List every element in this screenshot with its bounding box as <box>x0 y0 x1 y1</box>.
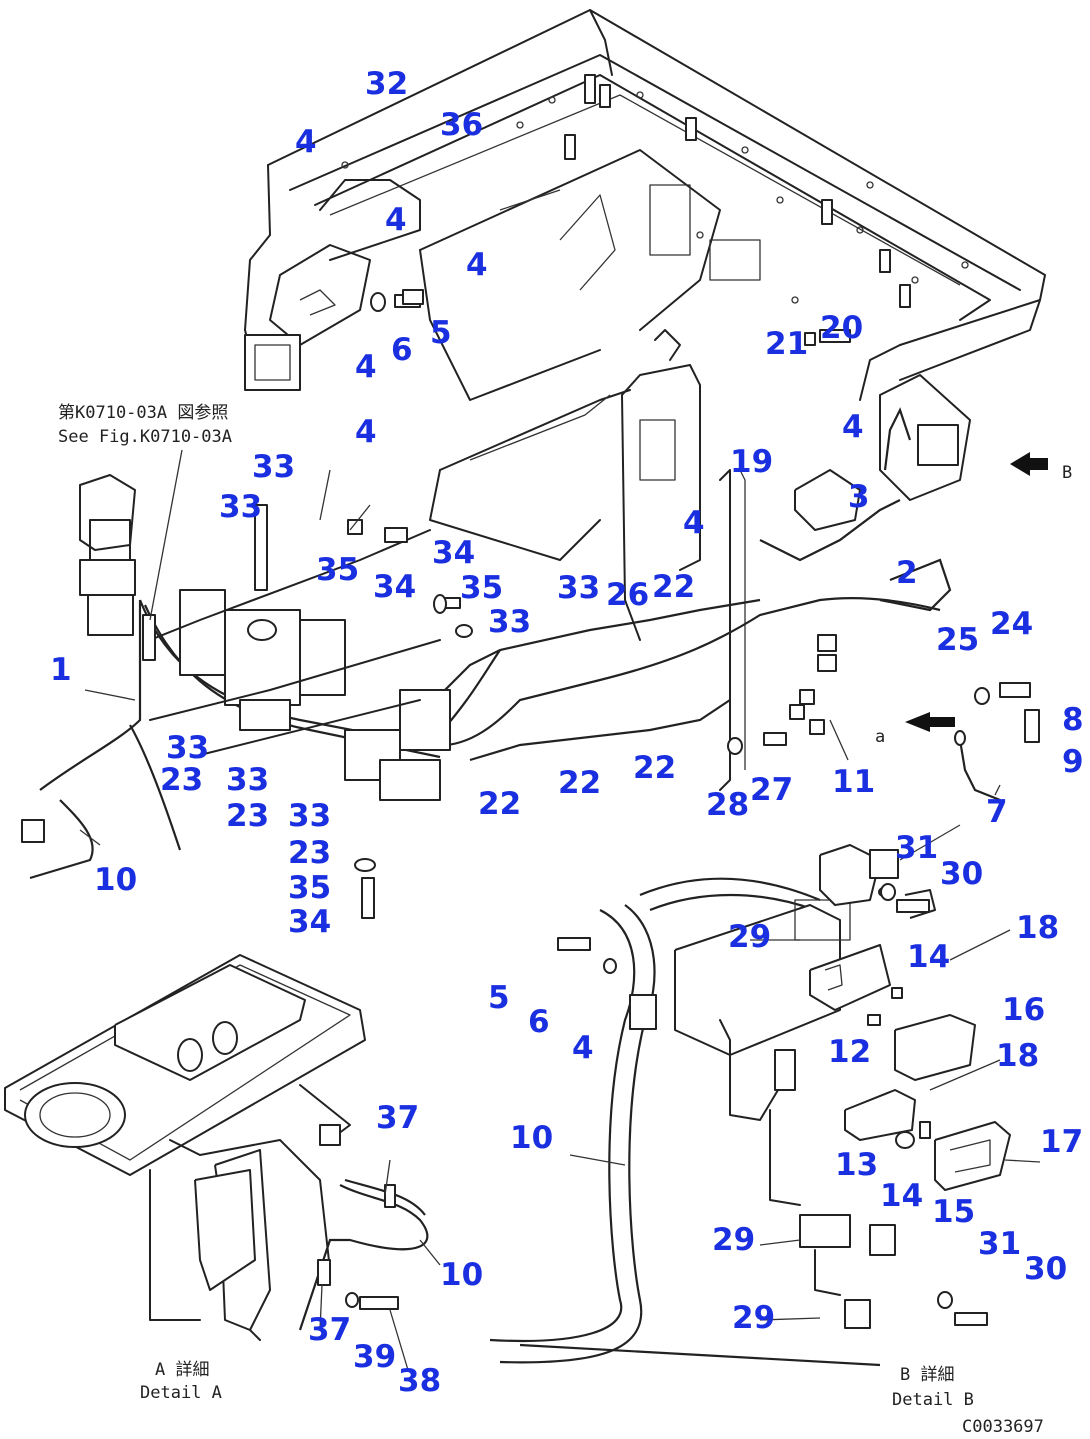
callout-36: 36 <box>440 107 483 143</box>
callout-4: 4 <box>466 247 488 283</box>
callout-33: 33 <box>557 570 600 606</box>
callout-31: 31 <box>895 830 938 866</box>
callout-4: 4 <box>842 409 864 445</box>
callout-23: 23 <box>288 835 331 871</box>
callout-23: 23 <box>160 762 203 798</box>
upper-frame <box>244 9 1046 401</box>
callout-27: 27 <box>750 772 793 808</box>
callout-7: 7 <box>986 794 1008 830</box>
callout-33: 33 <box>219 489 262 525</box>
main-view-hardware <box>21 289 1040 919</box>
callout-32: 32 <box>365 66 408 102</box>
callout-10: 10 <box>440 1257 483 1293</box>
callout-2: 2 <box>896 555 918 591</box>
callout-35: 35 <box>288 870 331 906</box>
detail-b-title-jp: B 詳細 <box>900 1365 954 1385</box>
callout-21: 21 <box>765 326 808 362</box>
callout-33: 33 <box>166 730 209 766</box>
callout-4: 4 <box>385 202 407 238</box>
detail-a-view: A 詳細 Detail A <box>4 954 429 1403</box>
callout-25: 25 <box>936 622 979 658</box>
callout-39: 39 <box>353 1339 396 1375</box>
callout-leaders <box>79 469 1041 1371</box>
callout-4: 4 <box>295 124 317 160</box>
vertical-box-beam <box>621 329 746 791</box>
callout-5: 5 <box>488 980 510 1016</box>
callout-4: 4 <box>355 349 377 385</box>
detail-a-title-jp: A 詳細 <box>155 1360 209 1380</box>
callout-numbers: 32 36 4 4 4 5 6 4 4 21 20 4 19 3 4 2 33 … <box>50 66 1084 1399</box>
callout-24: 24 <box>990 606 1033 642</box>
callout-13: 13 <box>835 1147 878 1183</box>
callout-11: 11 <box>832 764 875 800</box>
callout-15: 15 <box>932 1194 975 1230</box>
callout-33: 33 <box>226 762 269 798</box>
left-valve-assembly <box>79 474 451 801</box>
detail-a-title-en: Detail A <box>140 1383 222 1403</box>
callout-26: 26 <box>606 577 649 613</box>
callout-29: 29 <box>732 1300 775 1336</box>
callout-16: 16 <box>1002 992 1045 1028</box>
callout-18: 18 <box>996 1038 1039 1074</box>
callout-3: 3 <box>848 479 870 515</box>
figure-reference: 第K0710-03A 図参照 See Fig.K0710-03A <box>58 403 232 621</box>
callout-35: 35 <box>316 552 359 588</box>
callout-31: 31 <box>978 1226 1021 1262</box>
callout-33: 33 <box>288 798 331 834</box>
callout-14: 14 <box>880 1178 923 1214</box>
callout-33: 33 <box>252 449 295 485</box>
callout-34: 34 <box>288 904 331 940</box>
drawing-number: C0033697 <box>962 1417 1044 1437</box>
callout-35: 35 <box>460 570 503 606</box>
callout-5: 5 <box>430 315 452 351</box>
callout-1: 1 <box>50 652 72 688</box>
callout-22: 22 <box>478 786 521 822</box>
main-harness-loop <box>29 596 941 880</box>
callout-29: 29 <box>728 919 771 955</box>
figure-note-en: See Fig.K0710-03A <box>58 427 232 447</box>
callout-34: 34 <box>432 535 475 571</box>
callout-17: 17 <box>1040 1124 1083 1160</box>
callout-29: 29 <box>712 1222 755 1258</box>
callout-8: 8 <box>1062 702 1084 738</box>
callout-10: 10 <box>94 862 137 898</box>
callout-22: 22 <box>652 569 695 605</box>
callout-33: 33 <box>488 604 531 640</box>
callout-4: 4 <box>355 414 377 450</box>
callout-22: 22 <box>633 750 676 786</box>
callout-30: 30 <box>940 856 983 892</box>
callout-18: 18 <box>1016 910 1059 946</box>
callout-6: 6 <box>391 332 413 368</box>
callout-19: 19 <box>730 444 773 480</box>
callout-20: 20 <box>820 310 863 346</box>
callout-4: 4 <box>572 1030 594 1066</box>
left-duct-housing <box>244 179 421 391</box>
callout-12: 12 <box>828 1034 871 1070</box>
callout-14: 14 <box>907 939 950 975</box>
callout-22: 22 <box>558 765 601 801</box>
detail-b-title-en: Detail B <box>892 1390 974 1410</box>
relay-bracket-area: B <box>759 374 1072 612</box>
callout-10: 10 <box>510 1120 553 1156</box>
callout-9: 9 <box>1062 744 1084 780</box>
detail-b-view: B 詳細 Detail B <box>489 844 1011 1410</box>
arrow-b-marker: B <box>1062 463 1072 483</box>
callout-37: 37 <box>308 1312 351 1348</box>
callout-6: 6 <box>528 1004 550 1040</box>
figure-note-jp: 第K0710-03A 図参照 <box>58 403 228 423</box>
callout-23: 23 <box>226 798 269 834</box>
callout-4: 4 <box>683 505 705 541</box>
ground-cable-assembly: a <box>875 712 1001 802</box>
callout-28: 28 <box>706 787 749 823</box>
centre-cavity <box>419 149 761 561</box>
callout-38: 38 <box>398 1363 441 1399</box>
callout-37: 37 <box>376 1100 419 1136</box>
callout-34: 34 <box>373 569 416 605</box>
arrow-a-marker: a <box>875 727 885 747</box>
callout-30: 30 <box>1024 1251 1067 1287</box>
